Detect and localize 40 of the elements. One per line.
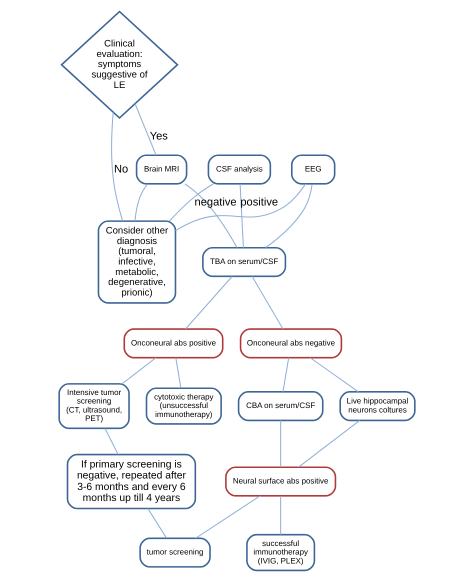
connector <box>175 358 182 388</box>
node-box: CSF analysis <box>208 154 272 185</box>
connector <box>147 508 167 538</box>
edge-label: negative <box>194 196 237 208</box>
connector <box>280 496 282 535</box>
connector <box>184 184 238 248</box>
edge-label: positive <box>240 196 278 208</box>
connector <box>298 420 360 468</box>
connector <box>240 184 244 248</box>
node-box: Onconeural abs positive <box>123 328 224 358</box>
connector <box>169 183 214 222</box>
connector <box>310 357 359 392</box>
node-box: Neural surface abs positive <box>225 466 336 497</box>
node-box: Brain MRI <box>136 154 188 185</box>
connector <box>134 103 157 156</box>
node-box: Intensive tumor screening (CT, ultrasound, PET) <box>58 383 130 430</box>
node-box: If primary screening is negative, repeated after 3-6 months and every 6 months up till 4 years <box>66 454 196 510</box>
node-box: TBA on serum/CSF <box>202 246 286 278</box>
node-diamond: Clinical evaluation: symptoms suggestive of LE <box>60 10 179 120</box>
node-box: cytotoxic therapy (unsuccessful immunotherapy) <box>146 387 222 425</box>
connector <box>122 357 156 384</box>
node-box: Consider other diagnosis (tumoral, infective, metabolic, degenerative, prionic) <box>98 220 176 304</box>
connector <box>265 184 313 248</box>
connector <box>282 358 290 392</box>
connector <box>104 428 119 455</box>
connector <box>195 495 260 539</box>
connector <box>280 420 282 468</box>
node-box: tumor screening <box>139 538 211 568</box>
connector <box>252 276 284 330</box>
node-box: CBA on serum/CSF <box>238 391 324 422</box>
node-box: successful immunotherapy (IVIG, PLEX) <box>246 534 316 572</box>
node-box: EEG <box>290 154 336 185</box>
connector <box>185 276 233 330</box>
connector <box>175 184 306 232</box>
connector <box>111 112 124 222</box>
edge-label: Yes <box>150 130 168 143</box>
edge-label: No <box>114 163 128 176</box>
node-box: Live hippocampal neurons coltures <box>339 391 416 422</box>
connector <box>134 184 148 222</box>
node-box: Onconeural abs negative <box>240 328 342 358</box>
